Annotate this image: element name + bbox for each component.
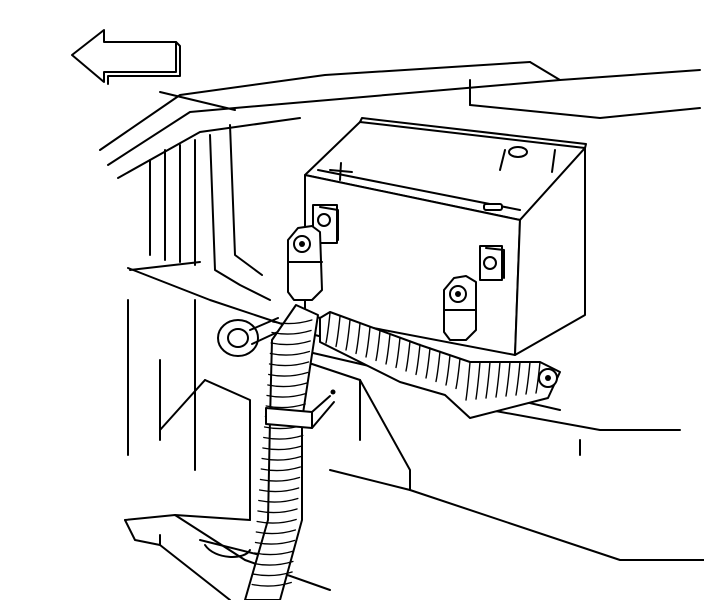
harness-rib [535, 361, 541, 394]
harness-rib [525, 361, 531, 395]
harness-rib [385, 333, 391, 365]
harness-rib [260, 466, 301, 472]
harness-rib [405, 340, 411, 372]
harness-rib [262, 445, 303, 451]
harness-rib [251, 581, 292, 587]
harness-rib [261, 455, 302, 461]
harness-rib [269, 350, 311, 356]
harness-rib [505, 361, 511, 397]
harness-rib [365, 326, 371, 358]
harness-rib [268, 361, 310, 367]
cable-grommet [217, 317, 283, 357]
harness-rib [270, 340, 311, 346]
harness-rib [272, 319, 313, 325]
harness-rib [268, 371, 309, 377]
harness-rib [266, 392, 307, 398]
harness-rib [455, 357, 461, 390]
positive-terminal [287, 204, 339, 301]
harness-rib [395, 336, 401, 369]
harness-rib [485, 361, 491, 399]
harness-rib [258, 487, 300, 493]
harness-rib [258, 497, 299, 503]
harness-rib [495, 361, 501, 398]
harness-rib [325, 312, 331, 344]
harness-rib [425, 347, 431, 379]
harness-rib [265, 403, 306, 409]
harness-rib [253, 550, 295, 556]
harness-rib [259, 476, 301, 482]
harness-rib [253, 560, 294, 566]
harness-rib [255, 529, 297, 535]
negative-terminal [443, 245, 505, 341]
harness-rib [465, 361, 471, 401]
harness-rib [445, 354, 451, 386]
harness-rib [375, 329, 381, 362]
harness-rib [415, 343, 421, 376]
harness-rib [256, 518, 297, 524]
harness-rib [257, 508, 298, 514]
harness-rib [345, 319, 351, 351]
positive-cable-harness [244, 304, 336, 600]
harness-rib [267, 382, 308, 388]
harness-rib [263, 434, 304, 440]
harness-rib [515, 361, 521, 396]
harness-rib [435, 350, 441, 383]
left-arrow-icon [71, 29, 181, 85]
harness-rib [475, 361, 481, 400]
harness-rib [254, 539, 296, 545]
harness-rib [271, 329, 312, 335]
harness-rib [252, 571, 293, 577]
harness-rib [355, 322, 361, 355]
harness-rib [335, 315, 341, 348]
negative-cable-harness [319, 311, 561, 419]
